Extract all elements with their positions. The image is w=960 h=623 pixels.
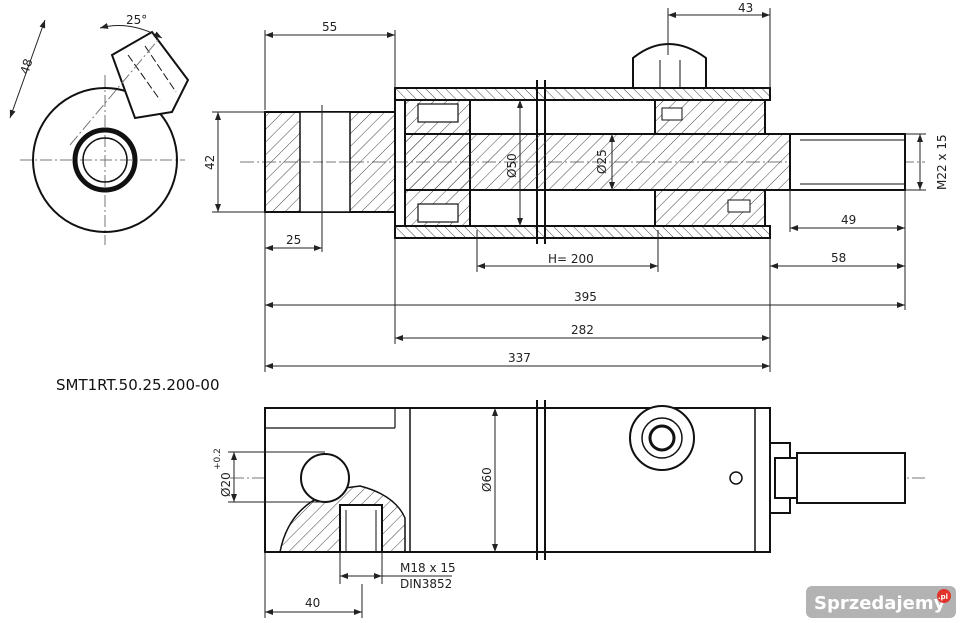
end-view <box>9 19 190 245</box>
rear-length-label: 55 <box>322 20 337 34</box>
rod-label: Ø25 <box>595 149 609 174</box>
section-view <box>240 43 925 244</box>
thread-label: M22 x 15 <box>935 134 949 190</box>
stroke-label: H= 200 <box>548 252 594 266</box>
watermark: Sprzedajemy .pl <box>806 586 956 618</box>
total-length-label: 395 <box>574 290 597 304</box>
part-number: SMT1RT.50.25.200-00 <box>56 376 220 394</box>
rod-extension-label: 58 <box>831 251 846 265</box>
eye-center-label: 25 <box>286 233 301 247</box>
eye-height-label: 42 <box>203 155 217 170</box>
port-position-label: 40 <box>305 596 320 610</box>
outer-diameter-label: Ø60 <box>480 467 494 492</box>
bottom-dimension-lines <box>228 408 498 618</box>
pin-diameter-label: Ø20 <box>219 472 233 497</box>
port-offset-label: 43 <box>738 1 753 15</box>
body-length-label: 282 <box>571 323 594 337</box>
port-thread-label: M18 x 15 <box>400 561 456 575</box>
thread-length-label: 49 <box>841 213 856 227</box>
watermark-brand: Sprzedajemy <box>814 593 946 614</box>
eye-length-label: 48 <box>17 57 35 76</box>
port-standard-label: DIN3852 <box>400 577 452 591</box>
closed-length-label: 337 <box>508 351 531 365</box>
watermark-tld: .pl <box>938 593 948 601</box>
pin-tolerance-label: +0.2 <box>213 448 223 470</box>
top-dimension-lines <box>212 8 926 372</box>
side-view <box>230 400 925 560</box>
bore-label: Ø50 <box>505 153 519 178</box>
angle-label: 25° <box>126 13 147 27</box>
